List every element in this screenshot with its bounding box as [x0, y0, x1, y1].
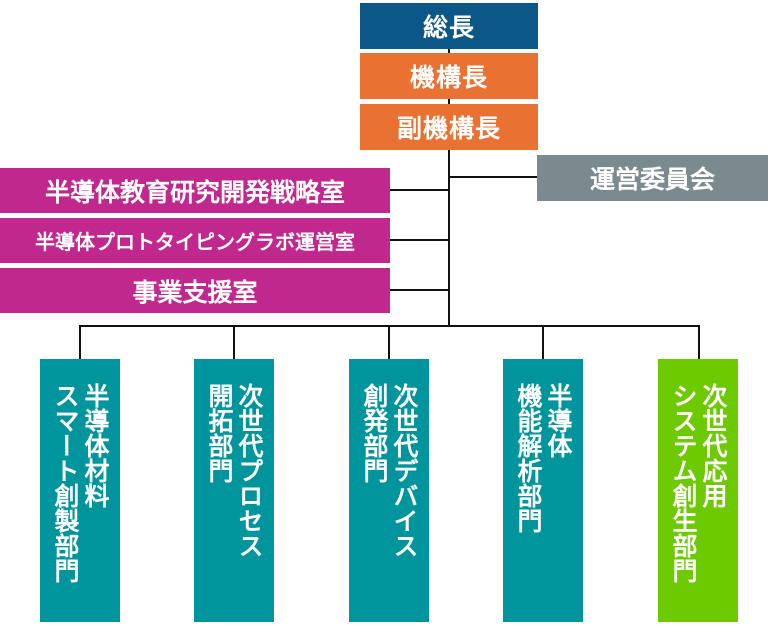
- steering-committee-label: 運営委員会: [589, 165, 715, 194]
- committee-branch-line: [449, 176, 537, 178]
- division-line-2: 機能解析部門: [514, 383, 543, 533]
- office-branch-line-2: [390, 239, 449, 241]
- division-box-analysis: 半導体 機能解析部門: [503, 359, 583, 622]
- division-line-1: 次世代応用: [699, 383, 728, 508]
- division-line-2: 創発部門: [360, 383, 389, 483]
- division-drop-line-1: [79, 325, 81, 359]
- division-line-1: 次世代プロセス: [235, 383, 264, 558]
- division-line-2: システム創生部門: [669, 383, 698, 583]
- division-box-application-systems: 次世代応用 システム創生部門: [658, 359, 738, 622]
- division-drop-line-2: [233, 325, 235, 359]
- division-line-2: 開拓部門: [205, 383, 234, 483]
- office-box-business-support: 事業支援室: [0, 268, 390, 313]
- division-drop-line-5: [698, 325, 700, 359]
- main-trunk-line: [448, 48, 450, 327]
- vice-director-label: 副機構長: [396, 114, 501, 143]
- office-box-prototyping-lab: 半導体プロトタイピングラボ運営室: [0, 218, 390, 263]
- division-line-2: スマート創製部門: [51, 383, 80, 583]
- president-box: 総長: [360, 3, 538, 49]
- division-line-1: 半導体: [544, 383, 573, 458]
- director-label: 機構長: [409, 63, 488, 92]
- office-label-prototyping-lab: 半導体プロトタイピングラボ運営室: [35, 230, 355, 254]
- president-label: 総長: [422, 13, 475, 42]
- director-box: 機構長: [360, 53, 538, 99]
- division-line-1: 半導体材料: [81, 383, 110, 508]
- office-branch-line-3: [390, 289, 449, 291]
- division-box-process: 次世代プロセス 開拓部門: [194, 359, 274, 622]
- office-label-strategy: 半導体教育研究開発戦略室: [44, 177, 345, 207]
- division-drop-line-3: [388, 325, 390, 359]
- division-box-device: 次世代デバイス 創発部門: [349, 359, 429, 622]
- office-label-business-support: 事業支援室: [132, 277, 258, 307]
- vice-director-box: 副機構長: [360, 104, 538, 150]
- division-box-materials: 半導体材料 スマート創製部門: [40, 359, 120, 622]
- steering-committee-box: 運営委員会: [537, 155, 768, 201]
- division-drop-line-4: [542, 325, 544, 359]
- office-branch-line-1: [390, 189, 449, 191]
- division-line-1: 次世代デバイス: [390, 383, 419, 558]
- office-box-strategy: 半導体教育研究開発戦略室: [0, 168, 390, 213]
